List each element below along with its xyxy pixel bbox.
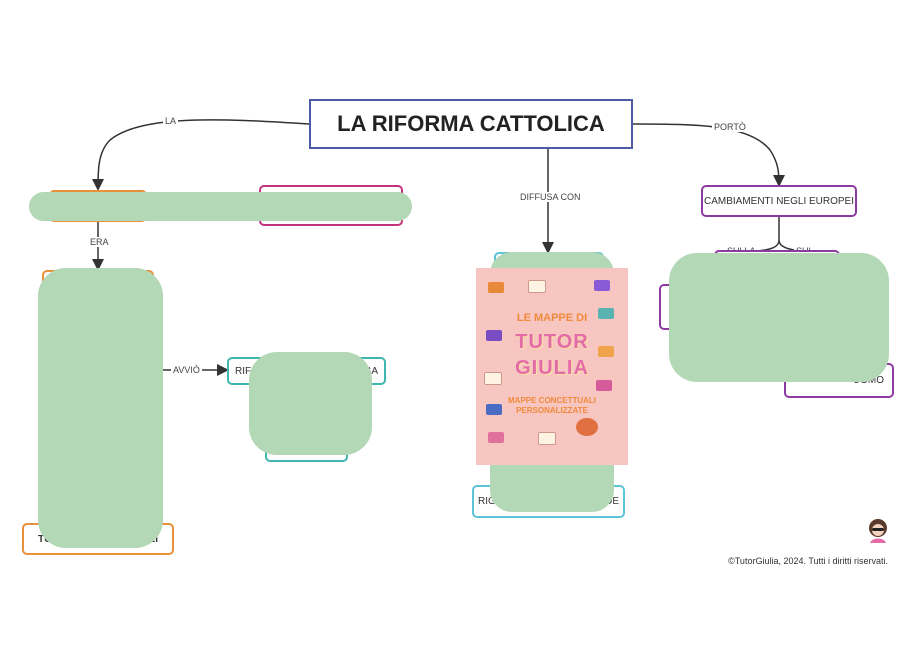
poster-line3: GIULIA <box>515 357 589 379</box>
poster-line4: MAPPE CONCETTUALI <box>508 396 596 405</box>
edge-label-la: LA <box>163 116 179 126</box>
book-icon <box>488 432 504 443</box>
book-icon <box>488 282 504 293</box>
node-rigor-left-text: RIGO <box>478 496 504 507</box>
tutor-giulia-avatar-icon <box>869 519 887 543</box>
poster-line2: TUTOR <box>515 331 589 353</box>
book-icon <box>484 372 502 385</box>
poster-subtitle: MAPPE CONCETTUALI PERSONALIZZATE <box>476 396 628 416</box>
edge-label-diffusa-con: DIFFUSA CON <box>518 192 583 202</box>
book-icon <box>598 346 614 357</box>
reader-figure-icon <box>576 418 598 436</box>
book-icon <box>596 380 612 391</box>
book-icon <box>598 308 614 319</box>
link-title-right <box>632 123 785 187</box>
edge-label-avvio: AVVIÒ <box>171 365 202 375</box>
redaction-block-right <box>669 253 889 382</box>
book-icon <box>486 330 502 341</box>
link-title-left <box>92 119 310 191</box>
edge-label-era: ERA <box>88 237 111 247</box>
edge-label-porto: PORTÒ <box>712 122 748 132</box>
node-cambiamenti[interactable]: CAMBIAMENTI NEGLI EUROPEI <box>701 185 857 217</box>
redaction-block-left <box>38 268 163 548</box>
book-icon <box>594 280 610 291</box>
book-icon <box>486 404 502 415</box>
redaction-block-middle <box>249 352 372 455</box>
poster-line1: LE MAPPE DI <box>516 312 588 324</box>
redaction-bar-top <box>29 192 412 221</box>
poster-line5: PERSONALIZZATE <box>516 406 588 415</box>
map-title[interactable]: LA RIFORMA CATTOLICA <box>309 99 633 149</box>
node-rifo-right-text: SA <box>364 365 378 377</box>
book-icon <box>538 432 556 445</box>
node-rifo-left-text: RIFO <box>235 365 259 377</box>
tutor-giulia-poster: LE MAPPE DI TUTOR GIULIA MAPPE CONCETTUA… <box>476 268 628 465</box>
book-icon <box>528 280 546 293</box>
copyright-notice: ©TutorGiulia, 2024. Tutti i diritti rise… <box>728 556 888 566</box>
